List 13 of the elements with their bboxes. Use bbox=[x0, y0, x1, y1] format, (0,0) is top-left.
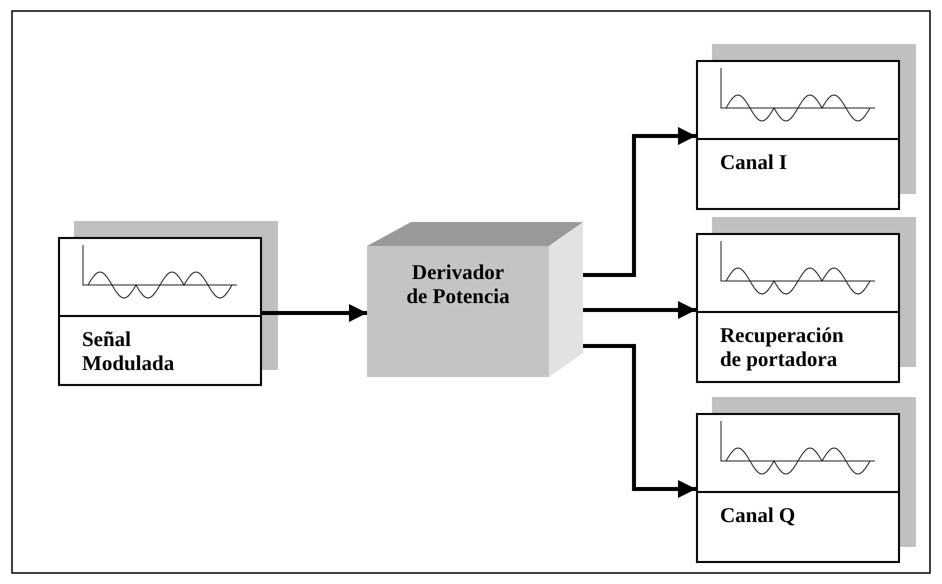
block-label: Derivador de Potencia bbox=[405, 260, 511, 308]
signal-box bbox=[58, 237, 262, 386]
arrow bbox=[262, 304, 367, 322]
box-label: Canal Q bbox=[698, 491, 898, 561]
arrow bbox=[583, 127, 696, 277]
box-label: Recuperación de portadora bbox=[698, 311, 898, 381]
arrow bbox=[583, 344, 696, 498]
box-label: Canal I bbox=[698, 138, 898, 208]
signal-box bbox=[696, 413, 900, 563]
box-label: Señal Modulada bbox=[60, 315, 260, 384]
signal-box bbox=[696, 60, 900, 210]
signal-box bbox=[696, 233, 900, 383]
arrow bbox=[583, 301, 696, 319]
